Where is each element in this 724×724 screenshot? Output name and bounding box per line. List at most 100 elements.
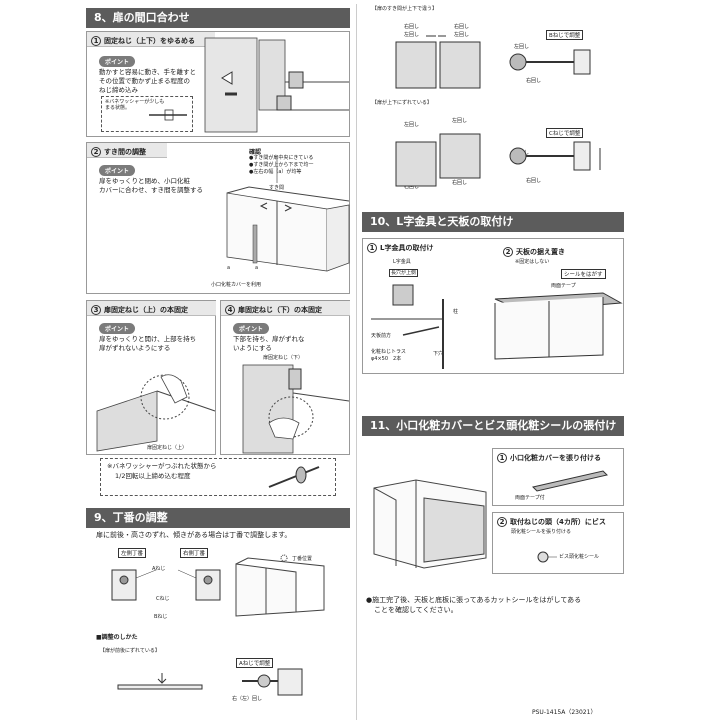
step-number: 3: [91, 305, 101, 315]
screw-illustration: [149, 37, 349, 133]
washer-note-2: 1/2回転以上締め込む程度: [115, 472, 191, 480]
case-gap-varies: 【扉のすき間が上下で違う】: [372, 6, 438, 12]
panel-title: すき間の調整: [104, 148, 146, 156]
shift-diagram: [395, 133, 601, 187]
width-a-left: a: [227, 265, 231, 271]
width-a-right: a: [255, 265, 259, 271]
right-turn-label-6: 右回し: [526, 178, 542, 184]
l-bracket-label: L字金具: [393, 259, 411, 265]
b-screw-label: Bねじ: [154, 614, 168, 620]
a-adjust-label: Aねじで調整: [236, 658, 274, 668]
point-badge: ポイント: [99, 323, 136, 334]
hinge-position-label: 丁番位置: [292, 556, 313, 562]
c-screw-label: Cねじ: [156, 596, 170, 602]
point-text-2: その位置で動かず止まる程度の: [99, 77, 190, 85]
right-turn-label-3: 右回し: [526, 78, 542, 84]
confirm-item-1: ●すき間が扉中央にきている: [249, 155, 314, 161]
step-number: 4: [225, 305, 235, 315]
right-hinge-label: 右側丁番: [180, 548, 209, 558]
step-number: 1: [91, 36, 101, 46]
right-turn-label-2: 右回し: [454, 24, 470, 30]
slot-up-label: 長穴が上側: [389, 269, 419, 277]
point-text-3: ねじ締め込み: [99, 86, 138, 94]
section-11-header: 11、小口化粧カバーとビス頭化粧シールの張付け: [362, 416, 624, 436]
left-turn-label-1: 左回し: [404, 32, 420, 38]
case-vertical-shift: 【扉が上下にずれている】: [372, 100, 432, 106]
front-back-diagram: [117, 668, 303, 696]
lower-hole-label: 下穴: [433, 351, 444, 357]
left-turn-label-3: 左回し: [514, 44, 530, 50]
final-note-1: ●施工完了後、天板と底板に張ってあるカットシールをはがしてある: [366, 596, 582, 604]
step-number: 1: [497, 453, 507, 463]
panel-title: 小口化粧カバーを張り付ける: [510, 454, 601, 462]
left-hinge-label: 左側丁番: [118, 548, 147, 558]
section-8-header: 8、扉の間口合わせ: [86, 8, 350, 28]
right-turn-label-5: 右回し: [452, 180, 468, 186]
confirm-item-3: ●左右の幅（a）が均等: [249, 169, 302, 175]
point-text-1: 動かすと容易に動き、手を離すと: [99, 68, 197, 76]
case-front-back: 【扉が前後にずれている】: [100, 648, 160, 654]
column-divider: [356, 4, 357, 720]
washer-inset: [101, 96, 193, 132]
point-text-1: 扉をゆっくりと開け、上部を持ち: [99, 335, 197, 343]
cabinet-finish-diagram: [373, 479, 487, 569]
tape-label: 両面テープ: [551, 283, 576, 289]
panel-title: 扉固定ねじ（上）の本固定: [104, 306, 188, 314]
screw-spec-2: φ4×50 2本: [371, 356, 402, 362]
footer-code: PSU-1415A（23021）: [532, 709, 597, 716]
a-screw-label: Aねじ: [152, 566, 166, 572]
pillar-label: 柱: [453, 309, 459, 315]
rotation-label: 右（左）回し: [232, 696, 263, 702]
step-number: 1: [367, 243, 377, 253]
washer-note-box: ※バネワッシャーがつぶれた状態から 1/2回転以上締め込む程度: [100, 458, 336, 496]
section-9-header: 9、丁番の調整: [86, 508, 350, 528]
gap-label: すき間: [269, 185, 285, 191]
left-turn-label-4: 左回し: [404, 122, 420, 128]
door-open-illustration: [96, 374, 216, 452]
screw-label: 扉固定ねじ（下）: [263, 355, 304, 361]
no-fix-note: ※固定はしない: [515, 259, 550, 265]
screw-seal-label: ビス頭化粧シール: [559, 554, 600, 560]
confirm-item-2: ●すき間が上から下まで均一: [249, 162, 314, 168]
panel-title: L字金具の取付け: [380, 244, 434, 252]
step-number: 2: [503, 247, 513, 257]
how-to-adjust-title: ■調整のしかた: [96, 634, 138, 641]
step-number: 2: [91, 147, 101, 157]
b-adjust-label: Bねじで調整: [546, 30, 584, 40]
panel-title: 取付ねじの頭（4カ所）にビス: [510, 518, 606, 526]
hinge-diagram: [111, 554, 325, 617]
point-badge: ポイント: [233, 323, 270, 334]
cover-strip-icon: [532, 470, 608, 492]
screw-spec-1: 化粧ねじトラス: [371, 349, 406, 355]
cabinet-illustration: [226, 157, 350, 272]
hinge-intro: 扉に前後・高さのずれ、傾きがある場合は丁番で調整します。: [96, 531, 292, 539]
washer-note-1: ※バネワッシャーがつぶれた状態から: [107, 462, 217, 470]
point-text-2: 扉がずれないようにする: [99, 344, 171, 352]
panel-title: 扉固定ねじ（下）の本固定: [238, 306, 322, 314]
section-10-header: 10、L字金具と天板の取付け: [362, 212, 624, 232]
final-note-2: ことを確認してください。: [374, 606, 458, 614]
panel-title: 固定ねじ（上下）をゆるめる: [104, 37, 195, 45]
left-turn-label-2: 左回し: [454, 32, 470, 38]
point-text-2: いようにする: [233, 344, 272, 352]
right-turn-label-4: 右回し: [404, 184, 420, 190]
cover-note: 小口化粧カバーを利用: [211, 282, 262, 288]
point-badge: ポイント: [99, 56, 136, 67]
point-text-2: カバーに合わせ、すき間を調整する: [99, 186, 203, 194]
door-bottom-illustration: [242, 364, 350, 454]
point-text-1: 扉をゆっくりと閉め、小口化粧: [99, 177, 190, 185]
point-badge: ポイント: [99, 165, 136, 176]
panel-title-2: 頭化粧シールを張り付ける: [511, 529, 572, 535]
washer-screw-icon: [268, 466, 320, 488]
panel-title: 天板の据え置き: [516, 248, 565, 256]
point-text-1: 下部を持ち、扉がずれな: [233, 335, 305, 343]
top-front-label: 天板前方: [371, 333, 392, 339]
tape-attached-label: 両面テープ付: [515, 495, 545, 501]
